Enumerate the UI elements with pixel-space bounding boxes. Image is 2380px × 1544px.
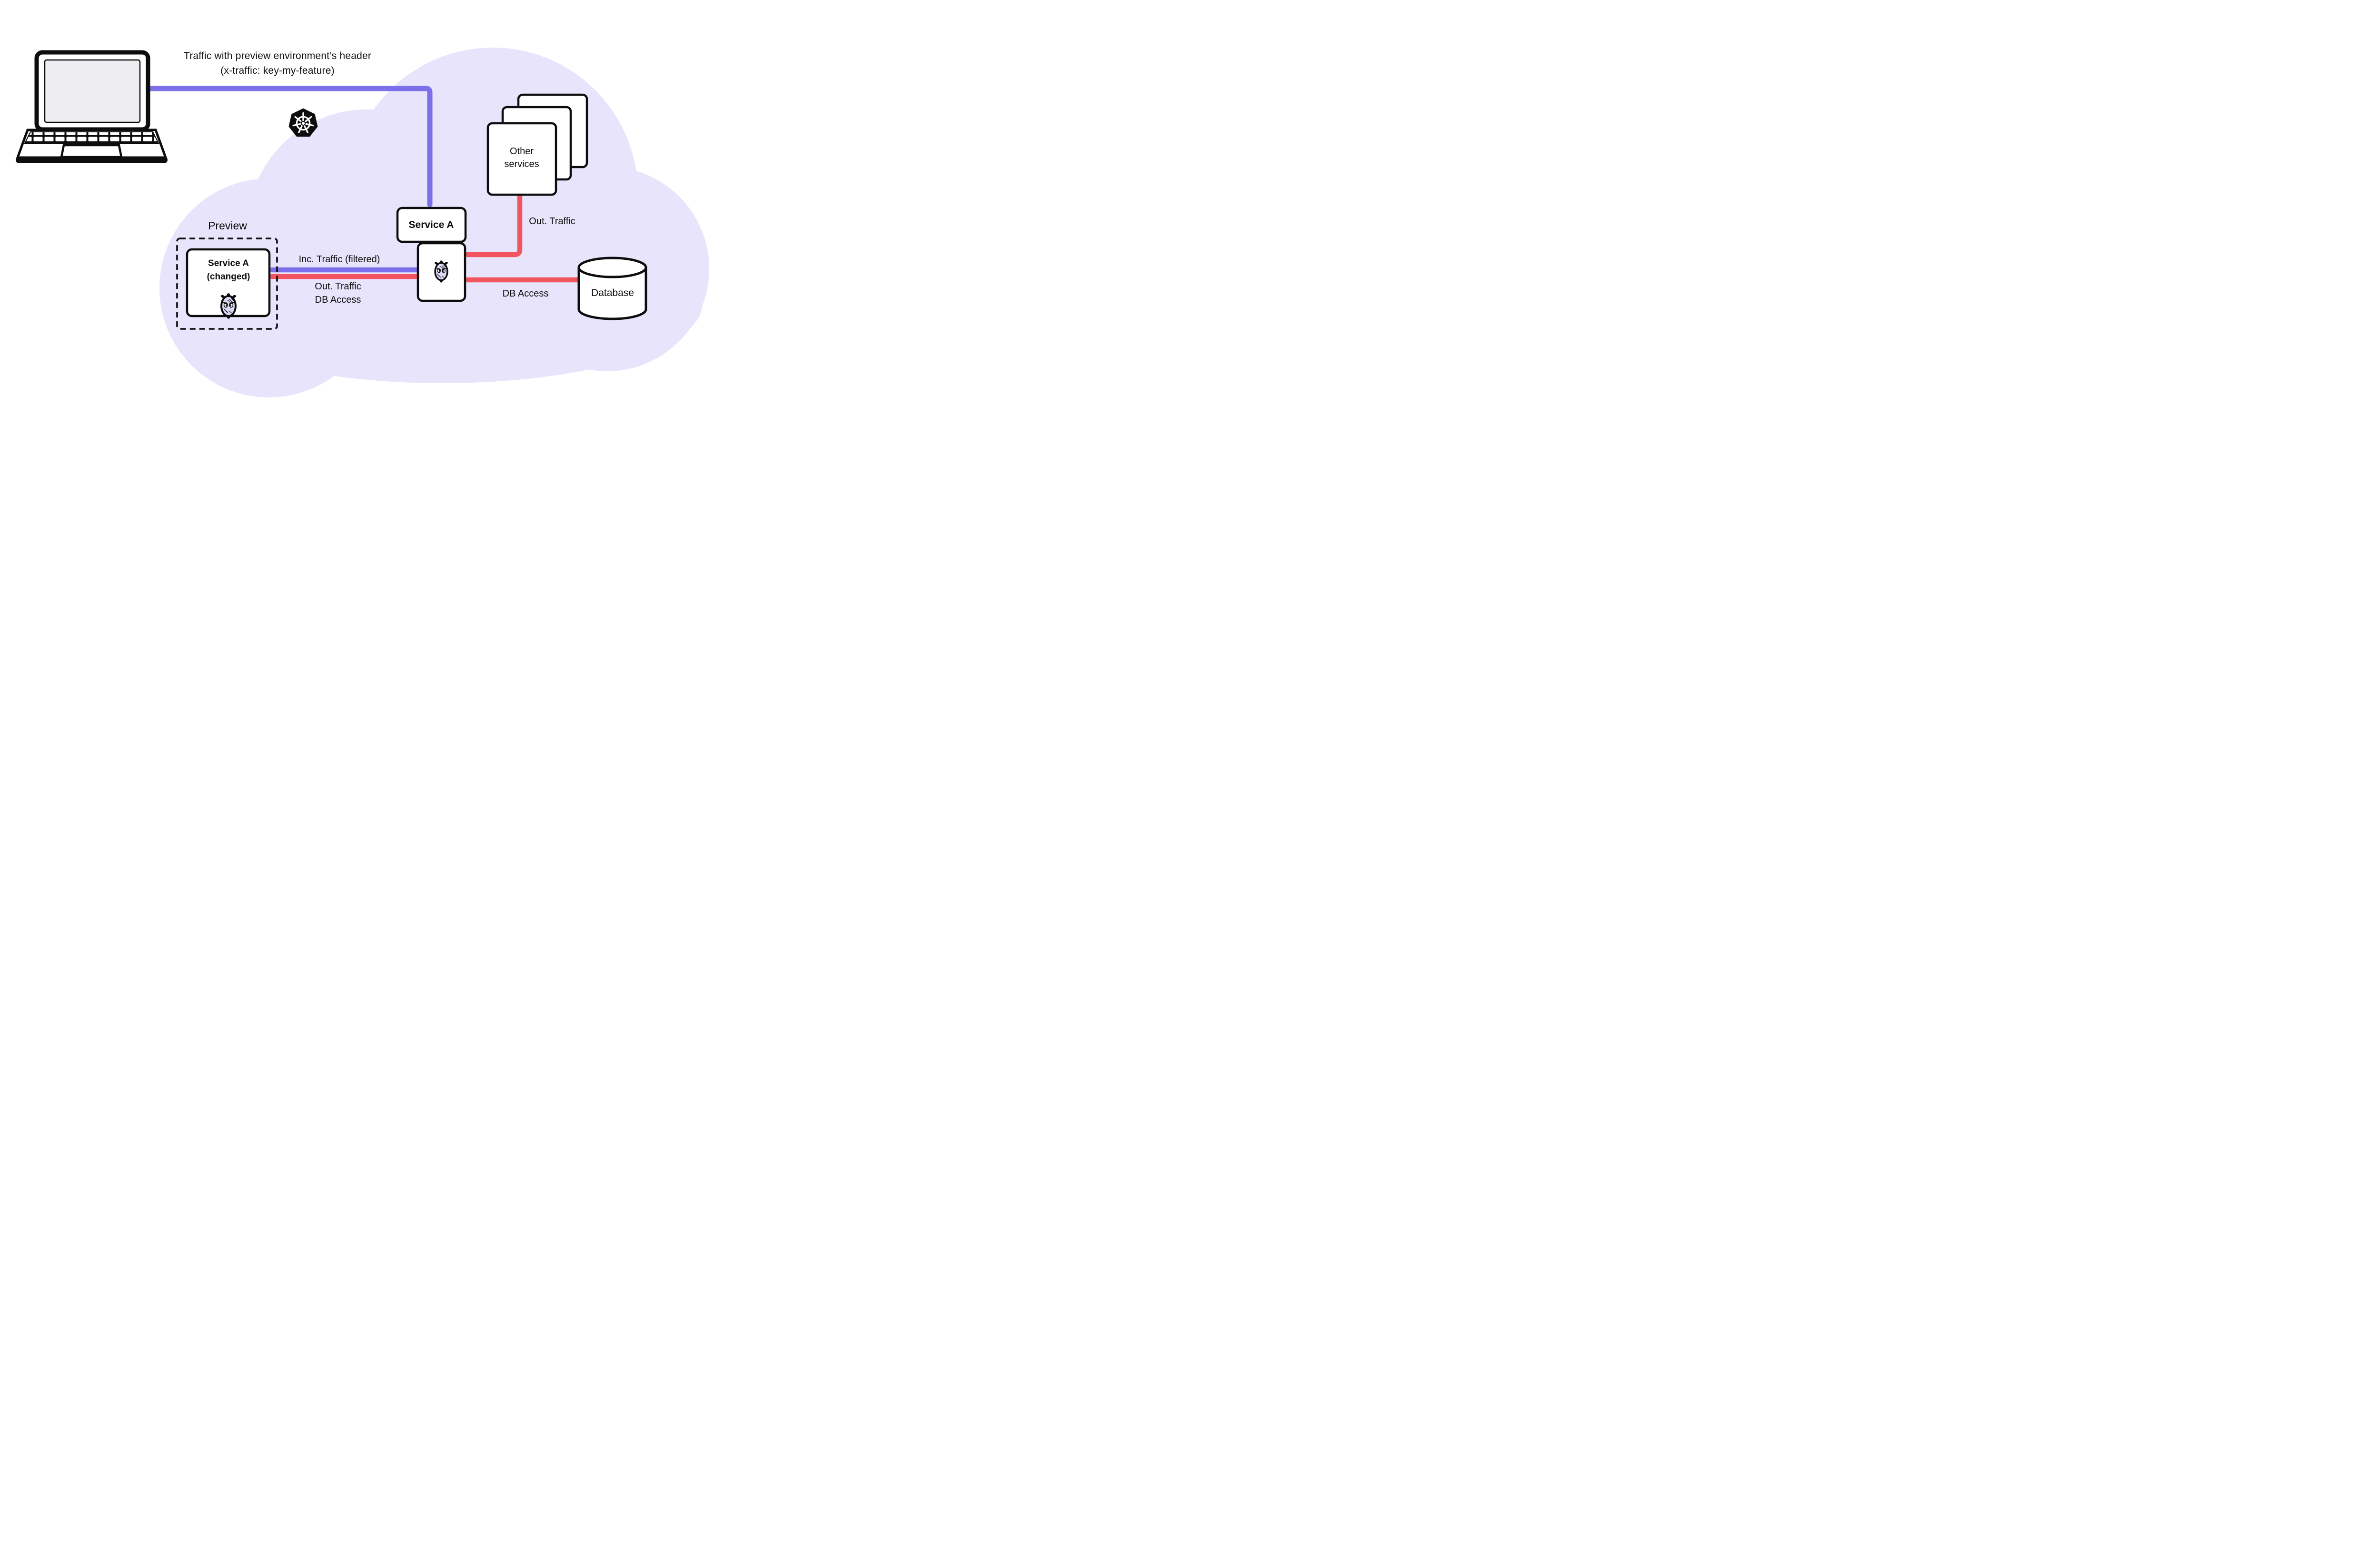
connector-out-traffic bbox=[464, 192, 523, 257]
preview-service-line2: (changed) bbox=[207, 272, 250, 282]
db-access-left-label: DB Access bbox=[315, 295, 361, 305]
connector-header-traffic bbox=[146, 86, 433, 208]
other-services-stack bbox=[486, 93, 588, 196]
other-services-label: Other services bbox=[504, 145, 539, 171]
out-traffic-left-label: Out. Traffic bbox=[315, 281, 361, 292]
out-traffic-right-label: Out. Traffic bbox=[529, 216, 575, 227]
db-access-right-label: DB Access bbox=[502, 288, 549, 299]
diagram-canvas: Traffic with preview environment’s heade… bbox=[0, 0, 733, 400]
other-services-line2: services bbox=[504, 159, 539, 169]
laptop-icon bbox=[16, 50, 168, 163]
service-a-label: Service A bbox=[408, 219, 454, 231]
preview-service-line1: Service A bbox=[208, 258, 249, 268]
incoming-traffic-label: Inc. Traffic (filtered) bbox=[298, 254, 380, 265]
preview-service-label: Service A (changed) bbox=[207, 257, 250, 284]
header-traffic-caption-line2: (x-traffic: key-my-feature) bbox=[220, 65, 335, 77]
diagram-scene bbox=[16, 48, 709, 397]
other-services-line1: Other bbox=[509, 146, 534, 157]
preview-title: Preview bbox=[208, 219, 247, 232]
service-a-box bbox=[396, 207, 467, 243]
preview-dashed-box bbox=[176, 238, 278, 330]
database-label: Database bbox=[591, 287, 634, 299]
preview-out-labels: Out. Traffic DB Access bbox=[315, 280, 361, 307]
database-cylinder-icon bbox=[577, 257, 647, 320]
header-traffic-caption-line1: Traffic with preview environment’s heade… bbox=[183, 50, 372, 62]
